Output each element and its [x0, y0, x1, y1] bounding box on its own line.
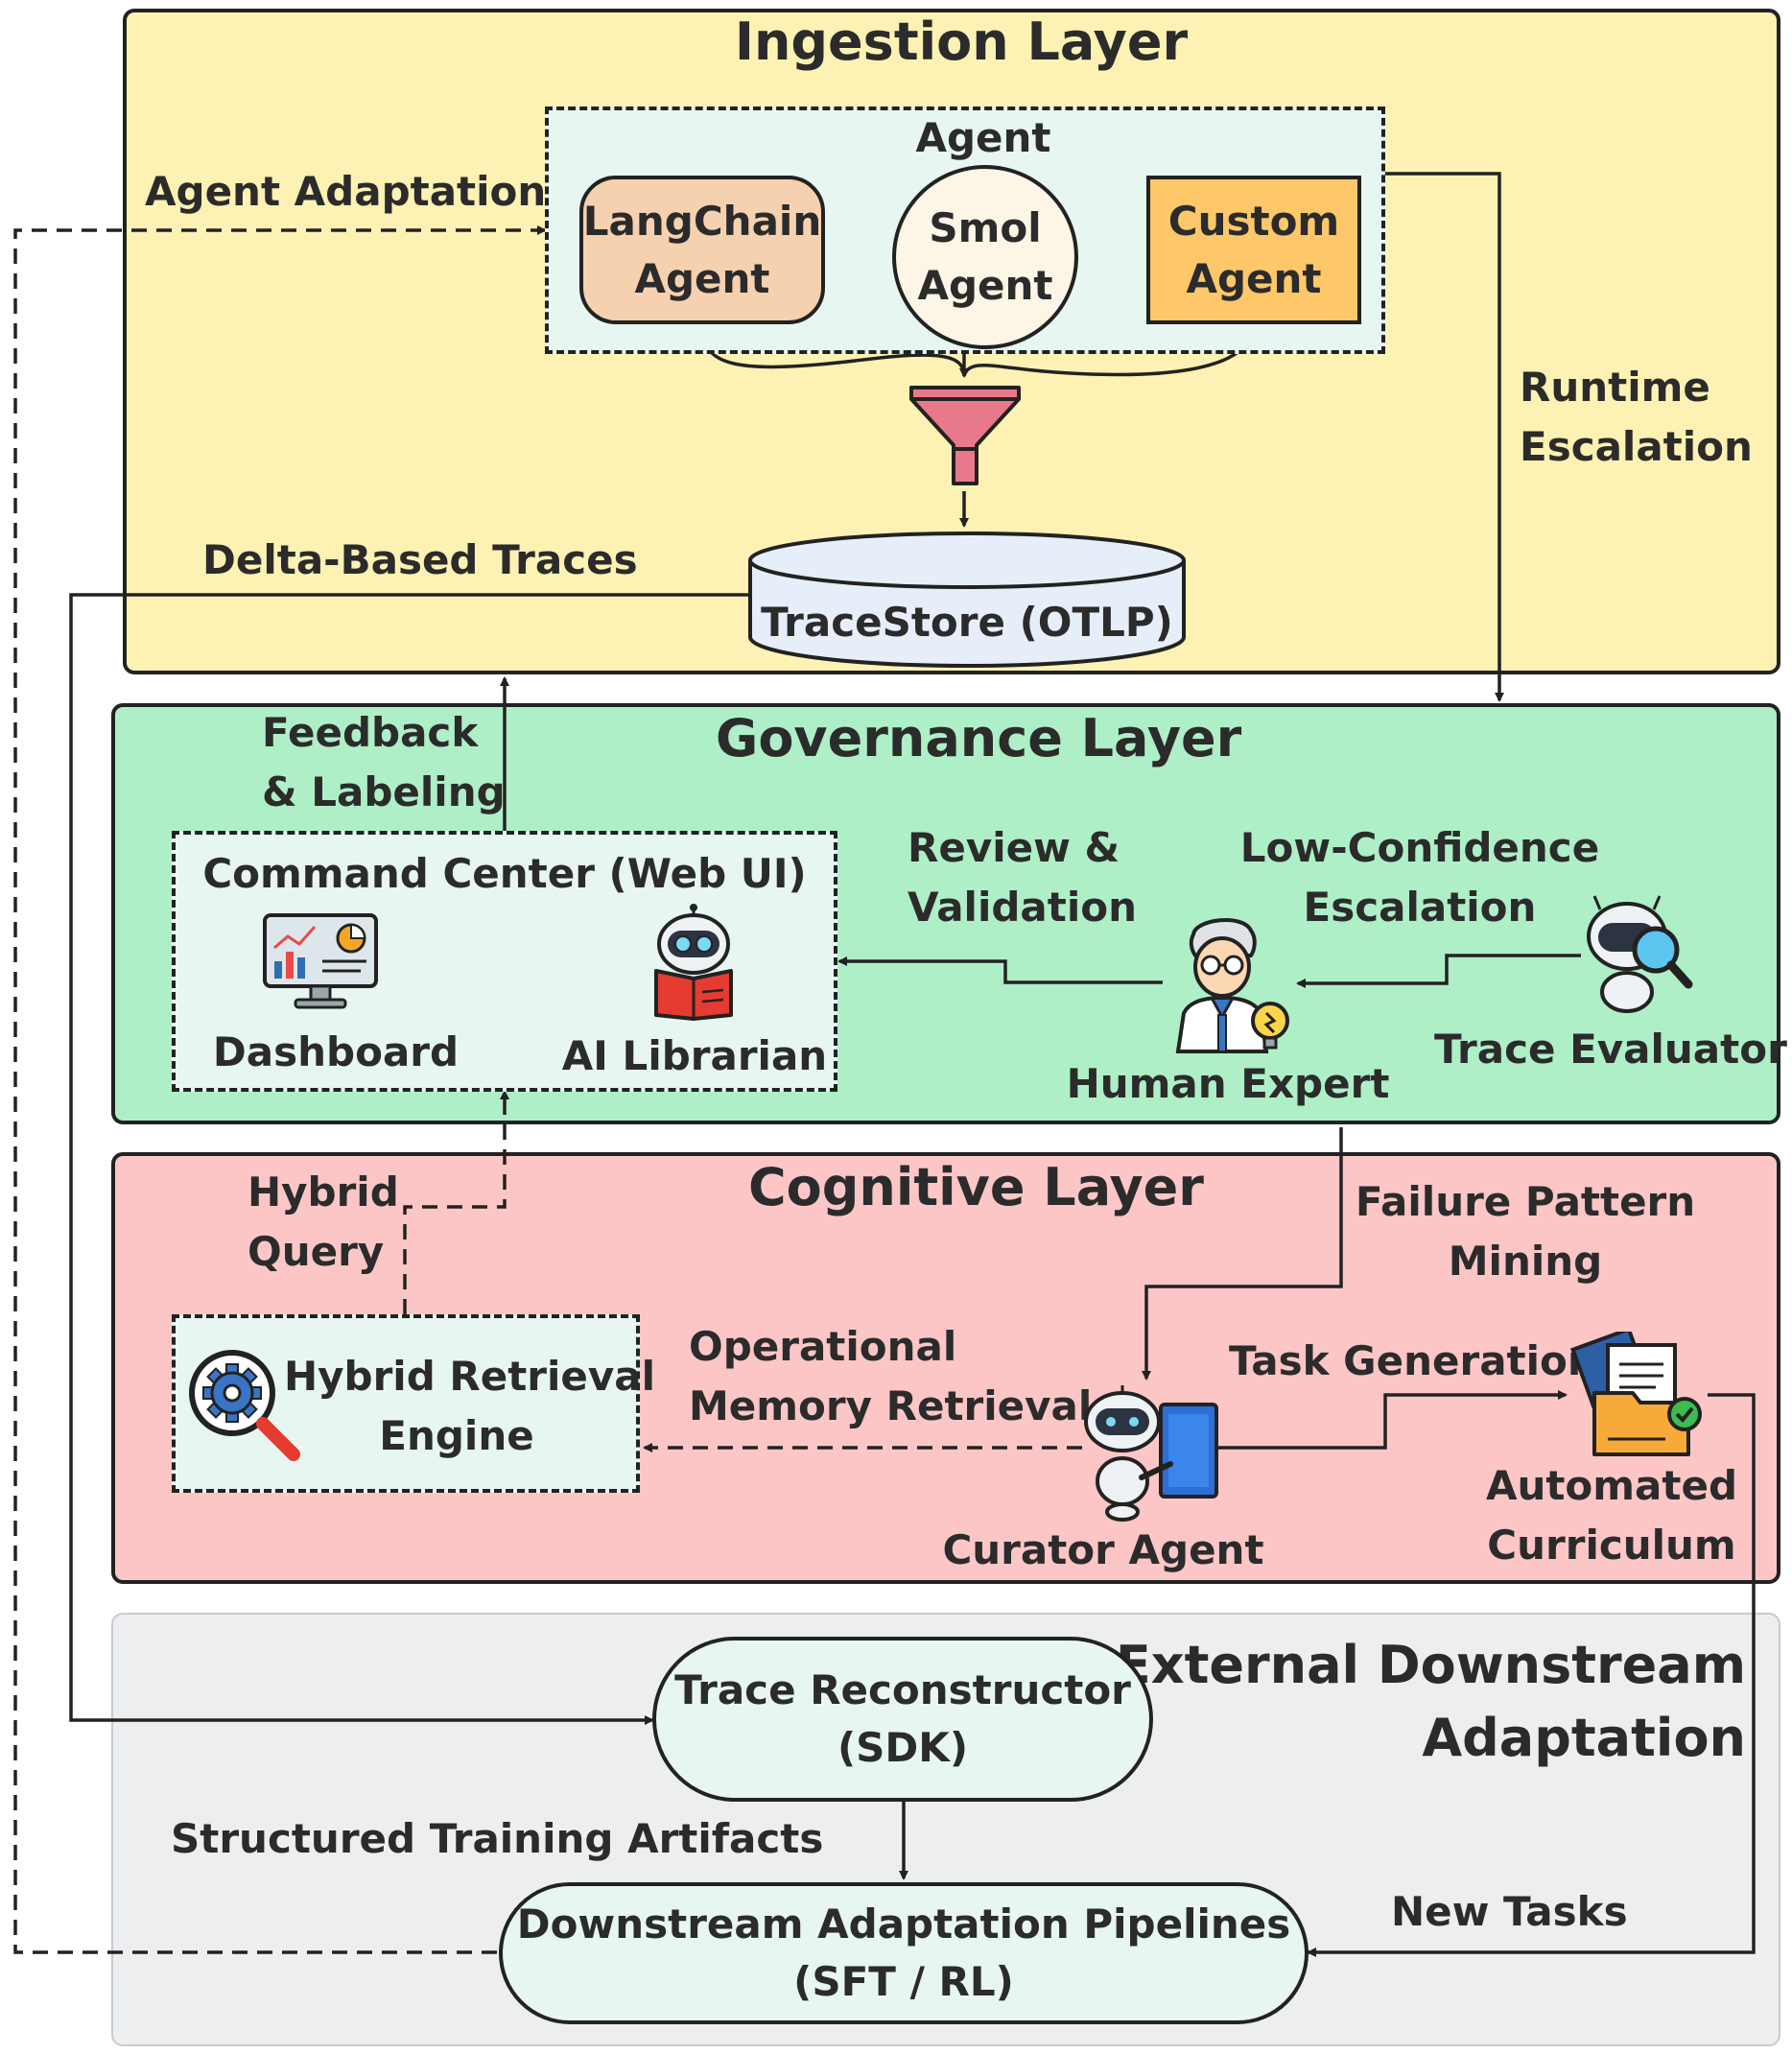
- edge-task-generation: [1214, 1390, 1568, 1450]
- feedback-label: Feedback & Labeling: [262, 703, 506, 822]
- dashboard-label: Dashboard: [212, 1028, 460, 1075]
- external-title-line1: External Downstream: [1115, 1635, 1746, 1695]
- librarian-label: AI Librarian: [561, 1032, 828, 1079]
- runtime-escalation-label: Runtime Escalation: [1520, 358, 1753, 477]
- edge-review: [837, 956, 1163, 984]
- lowconf-line1: Low-Confidence: [1239, 824, 1600, 871]
- hybrid-query-label: Hybrid Query: [248, 1163, 399, 1282]
- edge-runtime-escalation: [1385, 172, 1504, 702]
- robot-magnifier-icon: [1587, 895, 1693, 1013]
- custom-agent-line1: Custom: [1167, 197, 1340, 245]
- opmem-line2: Memory Retrieval: [689, 1382, 1093, 1429]
- hybrid-query-line2: Query: [248, 1228, 385, 1275]
- langchain-agent[interactable]: LangChain Agent: [579, 176, 825, 324]
- opmem-line1: Operational: [689, 1323, 957, 1370]
- runtime-line1: Runtime: [1520, 364, 1710, 411]
- dashboard-monitor-icon: [263, 913, 378, 1009]
- smol-agent-line1: Smol: [929, 204, 1042, 251]
- structured-artifacts-label: Structured Training Artifacts: [171, 1815, 824, 1862]
- lowconf-label: Low-Confidence Escalation: [1228, 818, 1612, 937]
- feedback-line2: & Labeling: [262, 768, 506, 815]
- external-layer-title: External Downstream Adaptation: [1116, 1629, 1746, 1775]
- robot-reading-icon: [654, 904, 733, 1021]
- custom-agent-line2: Agent: [1186, 254, 1322, 302]
- new-tasks-label: New Tasks: [1391, 1888, 1628, 1935]
- tracestore-cylinder[interactable]: [746, 530, 1188, 672]
- smol-agent-line2: Agent: [917, 262, 1053, 309]
- trace-evaluator-label: Trace Evaluator: [1434, 1026, 1787, 1073]
- delta-traces-label: Delta-Based Traces: [202, 536, 638, 583]
- reconstructor-line2: (SDK): [837, 1724, 969, 1771]
- failure-mining-label: Failure Pattern Mining: [1333, 1172, 1717, 1291]
- failure-line2: Mining: [1448, 1238, 1603, 1285]
- smol-agent[interactable]: Smol Agent: [892, 165, 1078, 349]
- lowconf-line2: Escalation: [1303, 884, 1537, 931]
- task-generation-label: Task Generation: [1229, 1337, 1596, 1384]
- pipelines-line2: (SFT / RL): [793, 1958, 1014, 2005]
- governance-layer-title: Governance Layer: [716, 708, 1242, 768]
- curriculum-line2: Curriculum: [1487, 1522, 1736, 1569]
- edge-hybrid-query: [403, 1090, 509, 1314]
- scientist-icon: [1175, 918, 1289, 1053]
- review-line1: Review &: [908, 824, 1120, 871]
- pipelines-line1: Downstream Adaptation Pipelines: [516, 1901, 1291, 1948]
- reconstructor-line1: Trace Reconstructor: [674, 1666, 1131, 1713]
- gear-magnifier-icon: [189, 1350, 300, 1461]
- robot-tablet-icon: [1084, 1385, 1218, 1522]
- langchain-agent-line2: Agent: [634, 254, 770, 302]
- agent-adaptation-label: Agent Adaptation: [145, 168, 547, 215]
- runtime-line2: Escalation: [1520, 423, 1753, 470]
- cognitive-layer-title: Cognitive Layer: [748, 1157, 1204, 1217]
- command-center[interactable]: [172, 831, 837, 1092]
- review-line2: Validation: [908, 884, 1137, 931]
- command-center-title: Command Center (Web UI): [202, 850, 807, 897]
- agent-group-title: Agent: [915, 114, 1051, 161]
- retrieval-line1: Hybrid Retrieval: [284, 1353, 656, 1400]
- review-label: Review & Validation: [908, 818, 1137, 937]
- folder-check-icon: [1569, 1332, 1702, 1456]
- human-expert-label: Human Expert: [1066, 1060, 1390, 1107]
- tracestore-label: TraceStore (OTLP): [761, 599, 1173, 646]
- trace-reconstructor[interactable]: Trace Reconstructor (SDK): [652, 1637, 1153, 1802]
- edge-human-curator: [1142, 1127, 1343, 1381]
- failure-line1: Failure Pattern: [1355, 1178, 1696, 1225]
- curriculum-line1: Automated: [1485, 1462, 1738, 1509]
- curator-label: Curator Agent: [942, 1526, 1264, 1573]
- ingestion-layer-title: Ingestion Layer: [734, 12, 1189, 72]
- edge-lowconf: [1296, 954, 1581, 988]
- edge-custom-funnel: [962, 323, 1255, 377]
- hybrid-query-line1: Hybrid: [248, 1169, 399, 1216]
- hybrid-retrieval-label: Hybrid Retrieval Engine: [284, 1347, 656, 1466]
- feedback-line1: Feedback: [262, 709, 479, 756]
- external-title-line2: Adaptation: [1422, 1708, 1746, 1768]
- retrieval-line2: Engine: [379, 1412, 534, 1459]
- custom-agent[interactable]: Custom Agent: [1146, 176, 1361, 324]
- downstream-pipelines[interactable]: Downstream Adaptation Pipelines (SFT / R…: [499, 1882, 1309, 2024]
- langchain-agent-line1: LangChain: [582, 197, 822, 245]
- funnel-icon: [909, 386, 1021, 485]
- edge-delta-traces: [69, 593, 748, 1725]
- opmem-label: Operational Memory Retrieval: [689, 1317, 1092, 1436]
- curriculum-label: Automated Curriculum: [1439, 1456, 1784, 1575]
- edge-new-tasks: [1307, 1393, 1756, 1957]
